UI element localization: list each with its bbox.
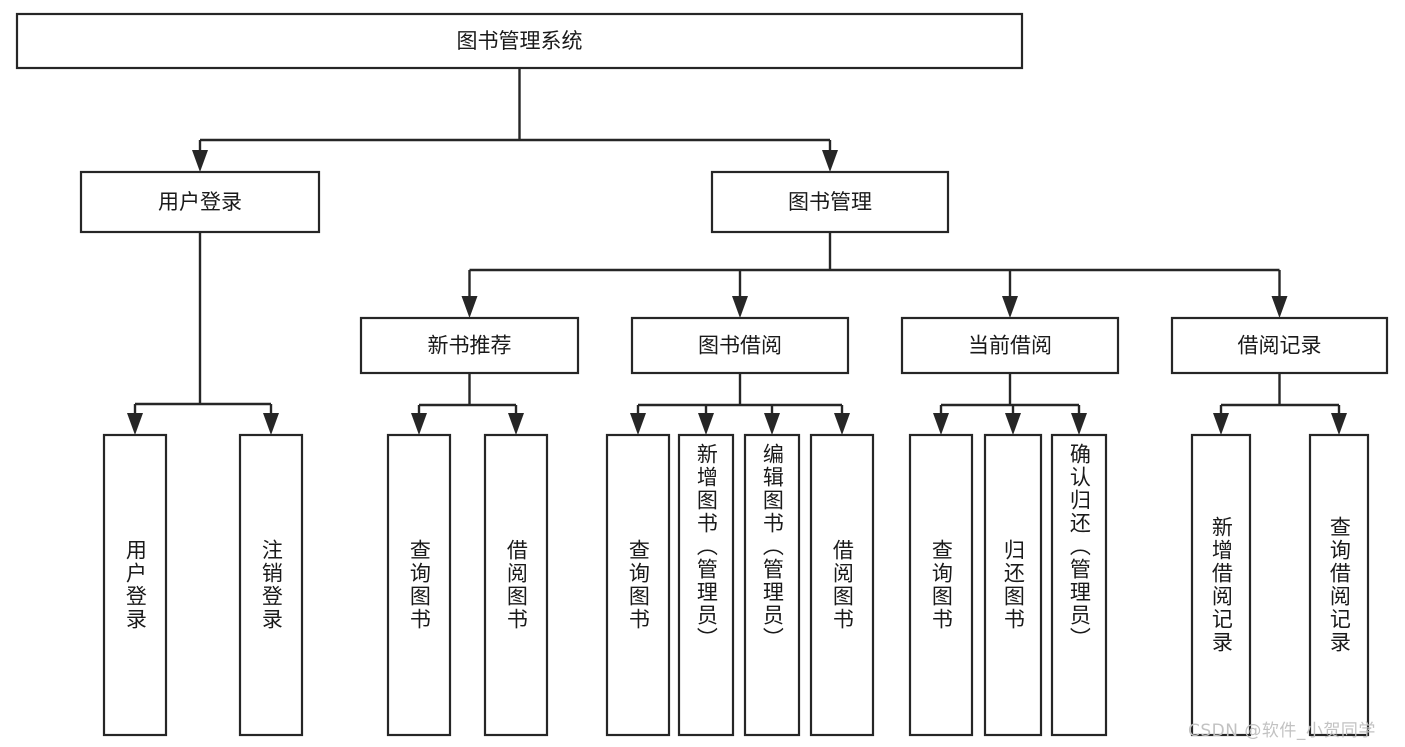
node-box-root-0[interactable]: [15, 12, 1024, 70]
arrow-head-icon-l3-1: [732, 296, 748, 318]
node-box-leaf-1[interactable]: [238, 433, 304, 737]
node-label-level3-2: 当前借阅: [968, 334, 1052, 358]
node-label-level3-1: 图书借阅: [698, 334, 782, 358]
arrow-head-icon-l3-3: [1271, 296, 1288, 318]
node-box-leaf-5[interactable]: [677, 433, 735, 737]
node-label-level3-3: 借阅记录: [1238, 334, 1322, 358]
node-box-leaf-6[interactable]: [743, 433, 801, 737]
node-box-leaf-4[interactable]: [605, 433, 671, 737]
node-box-leaf-7[interactable]: [809, 433, 875, 737]
node-box-level3-3[interactable]: [1170, 316, 1389, 375]
arrow-head-icon-leaf-12: [1331, 413, 1347, 435]
node-box-leaf-8[interactable]: [908, 433, 974, 737]
arrow-head-icon-leaf-7: [834, 413, 850, 435]
node-box-leaf-10[interactable]: [1050, 433, 1108, 737]
node-label-level3-0: 新书推荐: [428, 334, 512, 358]
node-box-leaf-12[interactable]: [1308, 433, 1370, 737]
node-box-level3-1[interactable]: [630, 316, 850, 375]
arrow-head-icon-leaf-0: [127, 413, 143, 435]
arrow-head-icon-leaf-3: [508, 413, 524, 435]
csdn-watermark: CSDN @软件_小贺同学: [1188, 721, 1376, 741]
arrow-head-icon-l2-0: [192, 150, 208, 172]
node-label-root-0: 图书管理系统: [457, 29, 583, 53]
node-label-level2-0: 用户登录: [158, 190, 242, 214]
node-box-leaf-0[interactable]: [102, 433, 168, 737]
arrow-head-icon-leaf-4: [630, 413, 646, 435]
node-box-level2-1[interactable]: [710, 170, 950, 234]
node-box-leaf-2[interactable]: [386, 433, 452, 737]
arrow-head-icon-l3-0: [461, 296, 478, 318]
node-box-level3-0[interactable]: [359, 316, 580, 375]
arrow-head-icon-leaf-11: [1213, 413, 1229, 435]
arrow-head-icon-leaf-6: [764, 413, 780, 435]
arrow-head-icon-leaf-8: [933, 413, 949, 435]
node-box-level2-0[interactable]: [79, 170, 321, 234]
node-label-level2-1: 图书管理: [788, 190, 872, 214]
arrow-head-icon-leaf-2: [411, 413, 427, 435]
arrow-head-icon-l3-2: [1002, 296, 1018, 318]
node-box-leaf-3[interactable]: [483, 433, 549, 737]
node-box-leaf-11[interactable]: [1190, 433, 1252, 737]
node-box-leaf-9[interactable]: [983, 433, 1043, 737]
arrow-head-icon-leaf-9: [1005, 413, 1021, 435]
arrow-head-icon-leaf-1: [263, 413, 279, 435]
node-box-level3-2[interactable]: [900, 316, 1120, 375]
node-box-group: [15, 12, 1389, 737]
arrow-head-icon-leaf-5: [698, 413, 714, 435]
arrow-head-icon-leaf-10: [1071, 413, 1087, 435]
arrow-head-icon-l2-1: [822, 150, 838, 172]
connector-group: [127, 68, 1347, 435]
